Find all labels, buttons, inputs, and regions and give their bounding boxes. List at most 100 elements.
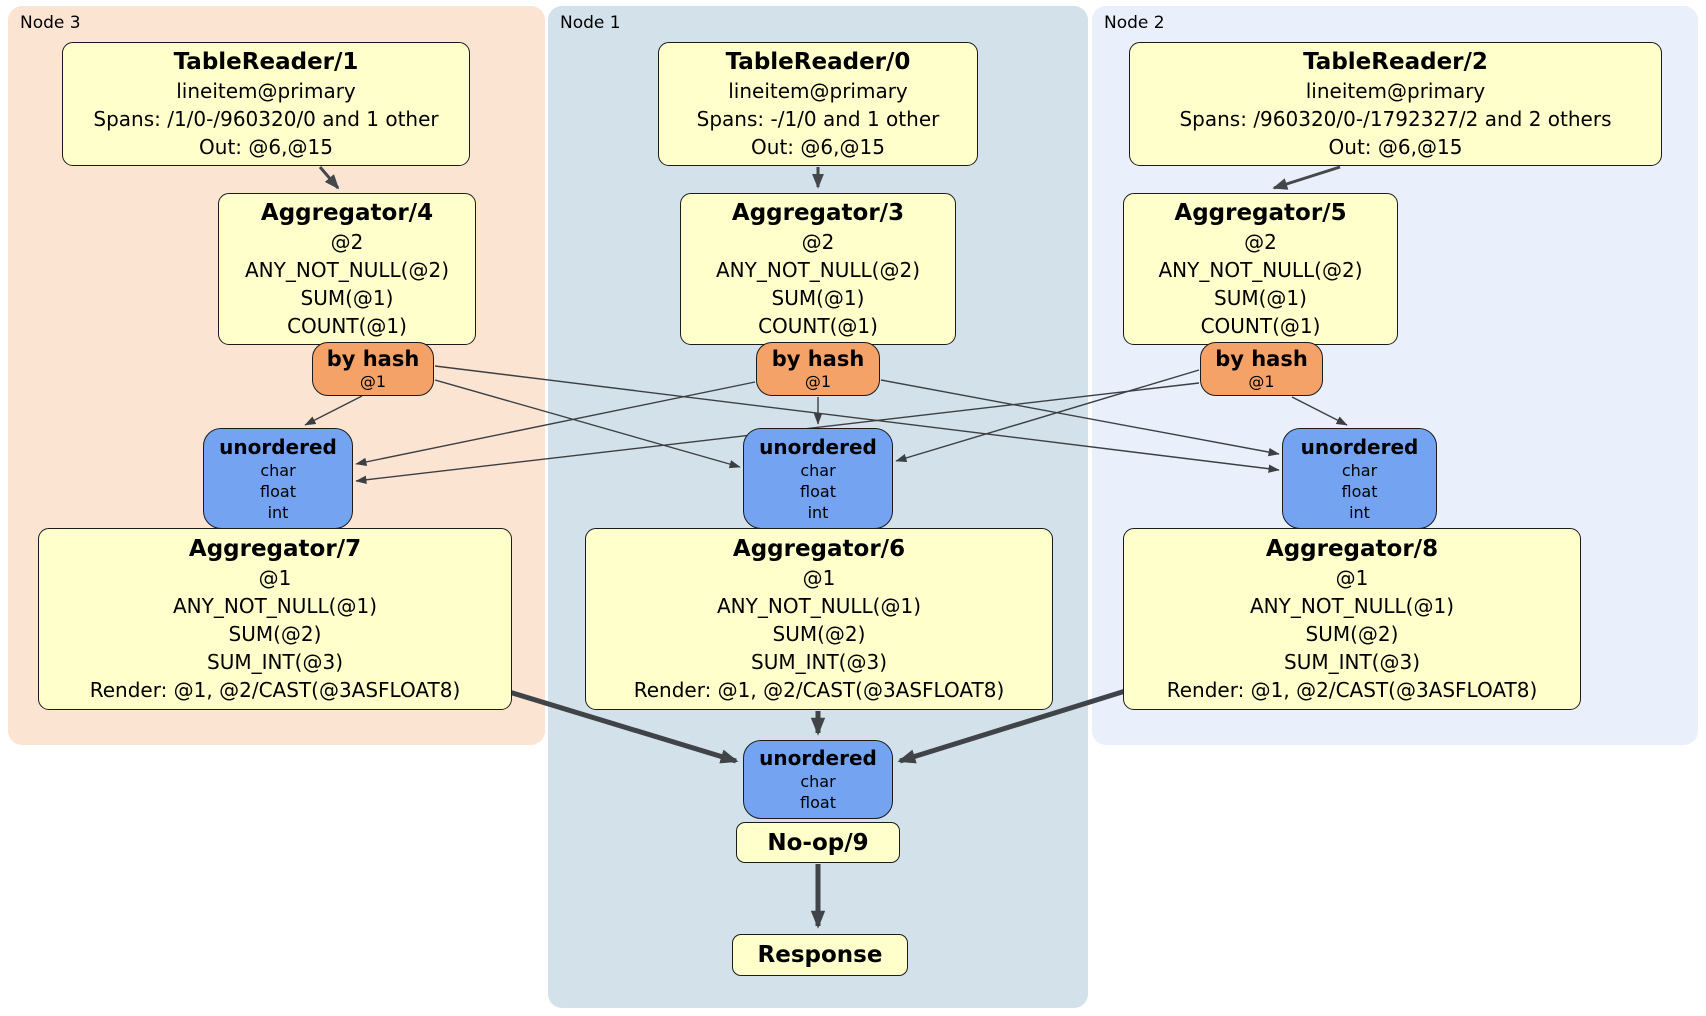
node-line: @1: [359, 371, 387, 391]
edge-byhash3-router2: [895, 369, 1200, 463]
stream-merge-node3: unordered char float int: [203, 428, 353, 529]
node-line: lineitem@primary: [728, 79, 908, 103]
node-line: @2: [801, 230, 835, 254]
node-line: Out: @6,@15: [199, 135, 333, 159]
stream-merge-final: unordered char float: [743, 740, 893, 819]
node-line: Spans: /960320/0-/1792327/2 and 2 others: [1179, 107, 1612, 131]
node-line: @2: [1244, 230, 1277, 254]
node-title: unordered: [759, 434, 877, 459]
node-aggregator-5: Aggregator/5 @2 ANY_NOT_NULL(@2) SUM(@1)…: [1123, 193, 1398, 345]
node-title: No-op/9: [767, 829, 869, 856]
node-line: float: [800, 481, 836, 501]
node-line: SUM_INT(@3): [1284, 650, 1420, 674]
node-title: TableReader/1: [173, 49, 359, 75]
node-line: Spans: -/1/0 and 1 other: [696, 107, 940, 131]
edge-byhash2-router3: [880, 379, 1280, 457]
node-line: Out: @6,@15: [751, 135, 885, 159]
panel-node-1-label: Node 1: [560, 13, 621, 33]
node-line: float: [800, 793, 836, 812]
node-line: char: [1341, 460, 1378, 480]
edge-byhash1-router2: [434, 379, 741, 469]
node-title: by hash: [326, 346, 420, 371]
node-aggregator-3: Aggregator/3 @2 ANY_NOT_NULL(@2) SUM(@1)…: [680, 193, 956, 345]
node-line: ANY_NOT_NULL(@2): [716, 258, 920, 282]
node-line: ANY_NOT_NULL(@2): [245, 258, 449, 282]
node-line: float: [1341, 481, 1378, 501]
node-line: char: [260, 460, 296, 480]
node-line: SUM(@2): [1305, 622, 1399, 646]
node-line: SUM(@1): [771, 286, 865, 310]
stream-merge-node1: unordered char float int: [743, 428, 893, 529]
node-line: int: [807, 502, 829, 522]
node-tablereader-0: TableReader/0 lineitem@primary Spans: -/…: [658, 42, 978, 166]
node-line: @2: [330, 230, 364, 254]
node-line: @1: [1335, 566, 1369, 590]
node-noop-9: No-op/9: [736, 822, 900, 863]
node-line: int: [267, 502, 289, 522]
node-title: by hash: [1215, 346, 1308, 371]
node-title: unordered: [219, 434, 337, 459]
node-tablereader-1: TableReader/1 lineitem@primary Spans: /1…: [62, 42, 470, 166]
stream-merge-node2: unordered char float int: [1282, 428, 1437, 529]
node-line: COUNT(@1): [287, 314, 407, 338]
node-title: Aggregator/4: [260, 200, 434, 226]
node-line: SUM(@1): [1214, 286, 1307, 310]
node-line: SUM(@1): [300, 286, 394, 310]
edge-byhash1-router3: [434, 365, 1280, 473]
edge-byhash3-router3: [1291, 396, 1348, 426]
node-line: ANY_NOT_NULL(@2): [1158, 258, 1363, 282]
edge-tr2-agg5: [1272, 165, 1341, 190]
node-line: Render: @1, @2/CAST(@3ASFLOAT8): [633, 678, 1005, 702]
node-line: SUM_INT(@3): [207, 650, 343, 674]
node-line: float: [260, 481, 296, 501]
edge-agg7-router4: [495, 685, 739, 764]
node-line: COUNT(@1): [1200, 314, 1321, 338]
node-line: char: [800, 772, 836, 791]
node-line: ANY_NOT_NULL(@1): [1250, 594, 1454, 618]
node-line: Out: @6,@15: [1328, 135, 1463, 159]
hash-router-node1: by hash @1: [756, 342, 880, 396]
node-line: @1: [804, 371, 832, 391]
node-line: @1: [258, 566, 292, 590]
node-response: Response: [732, 934, 908, 976]
node-title: unordered: [1300, 434, 1419, 459]
node-title: Aggregator/8: [1265, 536, 1439, 562]
node-aggregator-8: Aggregator/8 @1 ANY_NOT_NULL(@1) SUM(@2)…: [1123, 528, 1581, 710]
node-line: char: [800, 460, 836, 480]
node-title: TableReader/2: [1303, 49, 1488, 75]
node-title: Aggregator/7: [188, 536, 362, 562]
edge-tr1-agg4: [318, 166, 340, 190]
node-title: Aggregator/3: [731, 200, 905, 226]
node-line: COUNT(@1): [758, 314, 878, 338]
node-line: @1: [802, 566, 836, 590]
node-line: SUM(@2): [772, 622, 866, 646]
node-line: Spans: /1/0-/960320/0 and 1 other: [93, 107, 439, 131]
node-line: Render: @1, @2/CAST(@3ASFLOAT8): [89, 678, 461, 702]
panel-node-3-label: Node 3: [20, 13, 81, 33]
node-line: int: [1349, 502, 1370, 522]
edge-byhash1-router1: [304, 395, 363, 426]
node-title: Aggregator/5: [1174, 200, 1347, 226]
node-line: ANY_NOT_NULL(@1): [717, 594, 921, 618]
hash-router-node2: by hash @1: [1200, 342, 1323, 396]
node-line: Render: @1, @2/CAST(@3ASFLOAT8): [1166, 678, 1538, 702]
node-aggregator-7: Aggregator/7 @1 ANY_NOT_NULL(@1) SUM(@2)…: [38, 528, 512, 710]
node-title: Aggregator/6: [732, 536, 906, 562]
node-line: ANY_NOT_NULL(@1): [173, 594, 377, 618]
edge-byhash2-router1: [355, 381, 756, 467]
node-line: SUM(@2): [228, 622, 322, 646]
node-line: SUM_INT(@3): [751, 650, 887, 674]
node-tablereader-2: TableReader/2 lineitem@primary Spans: /9…: [1129, 42, 1662, 166]
hash-router-node3: by hash @1: [312, 342, 434, 396]
node-title: by hash: [771, 346, 865, 371]
panel-node-2-label: Node 2: [1104, 13, 1165, 33]
node-title: Response: [757, 942, 883, 968]
node-title: TableReader/0: [725, 49, 911, 75]
node-line: lineitem@primary: [176, 79, 356, 103]
node-aggregator-6: Aggregator/6 @1 ANY_NOT_NULL(@1) SUM(@2)…: [585, 528, 1053, 710]
node-aggregator-4: Aggregator/4 @2 ANY_NOT_NULL(@2) SUM(@1)…: [218, 193, 476, 345]
node-line: lineitem@primary: [1305, 79, 1486, 103]
node-line: @1: [1248, 371, 1275, 391]
